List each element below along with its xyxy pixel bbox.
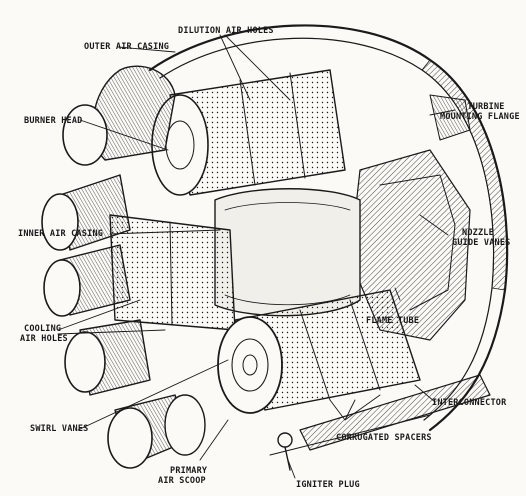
label-turbine-1: TURBINE — [467, 102, 505, 112]
interconnector — [269, 374, 491, 471]
label-turbine-mounting-flange-2: MOUNTING FLANGE — [440, 112, 520, 122]
label-interconnector: INTERCONNECTOR — [432, 398, 507, 408]
label-air-holes: AIR HOLES — [20, 334, 68, 344]
label-dilution-air-holes: DILUTION AIR HOLES — [178, 26, 274, 36]
outer-casing — [148, 24, 509, 432]
label-cooling: COOLING — [24, 324, 62, 334]
label-corrugated-spacers: CORRUGATED SPACERS — [336, 433, 432, 443]
inner-air-casing — [214, 188, 361, 317]
label-swirl-vanes: SWIRL VANES — [30, 424, 89, 434]
label-outer-air-casing: OUTER AIR CASING — [84, 42, 170, 52]
leader-lines — [57, 34, 456, 479]
label-guide-vanes: GUIDE VANES — [452, 238, 511, 248]
label-inner-air-casing: INNER AIR CASING — [18, 229, 104, 239]
label-primary: PRIMARY — [170, 466, 208, 476]
label-nozzle: NOZZLE — [462, 228, 494, 238]
label-igniter-plug: IGNITER PLUG — [296, 480, 360, 490]
label-burner-head: BURNER HEAD — [24, 116, 83, 126]
label-flame-tube: FLAME TUBE — [366, 316, 420, 326]
air-scoops — [41, 65, 206, 469]
label-air-scoop: AIR SCOOP — [158, 476, 206, 486]
